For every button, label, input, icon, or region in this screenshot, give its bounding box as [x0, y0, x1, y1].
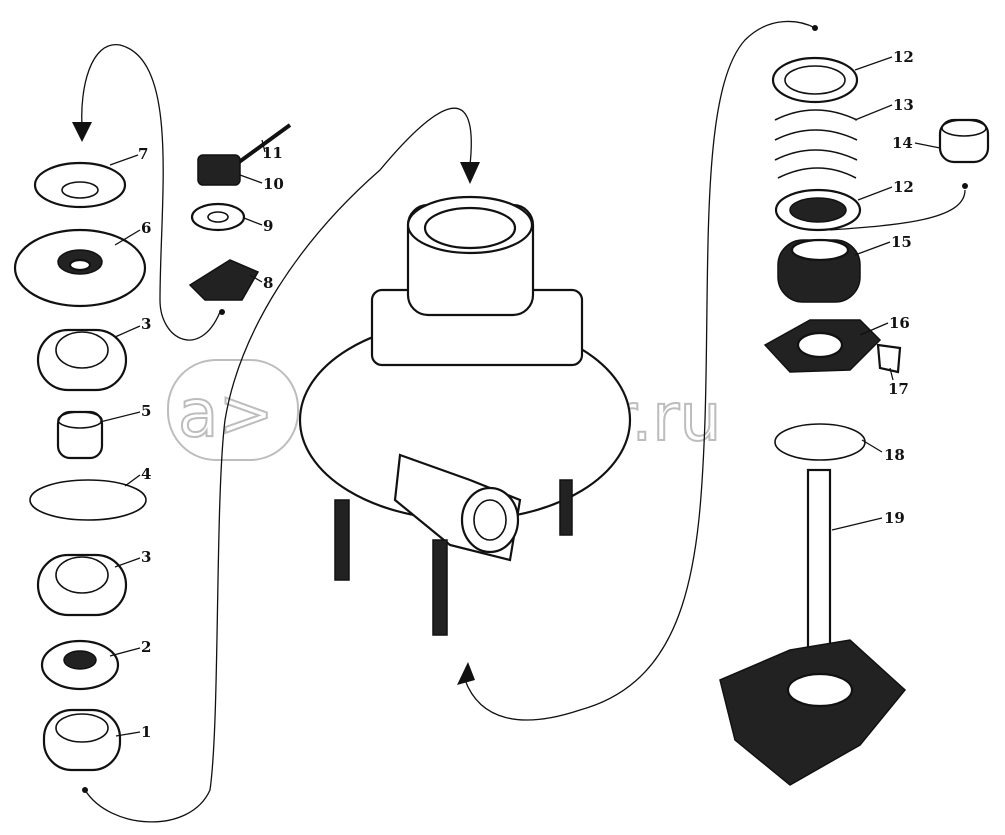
part-14-bushing: [938, 118, 990, 164]
callout-12b: 12: [893, 178, 914, 196]
callout-5: 5: [141, 402, 151, 420]
part-3-bearing: [36, 328, 128, 392]
callout-8: 8: [263, 274, 273, 292]
callout-6: 6: [141, 219, 151, 237]
part-18-circlip: [774, 423, 866, 461]
pump-housing: [298, 195, 632, 636]
callout-10: 10: [263, 175, 284, 193]
callout-11: 11: [262, 144, 283, 162]
assembly-paths: [72, 20, 968, 823]
part-9-washer: [190, 202, 246, 232]
part-11-cotter-pin: [233, 123, 292, 167]
left-parts: [13, 161, 147, 772]
callout-1: 1: [141, 723, 151, 741]
callout-17: 17: [888, 380, 909, 398]
callout-3b: 3: [141, 548, 151, 566]
callout-13: 13: [893, 96, 914, 114]
callout-7: 7: [138, 145, 148, 163]
middle-small-parts: [188, 123, 292, 301]
callout-9: 9: [263, 217, 273, 235]
part-7-cup: [33, 161, 127, 209]
callouts: 7 6 3 5 4 3 2 1 11 10 9 8 12 13 14 12 15…: [99, 48, 941, 741]
callout-4: 4: [141, 465, 151, 483]
callout-14: 14: [892, 134, 913, 152]
part-5-spacer: [56, 410, 104, 460]
part-13-spring: [774, 109, 858, 179]
part-1-seal: [42, 708, 122, 772]
callout-18: 18: [884, 446, 905, 464]
right-parts: [719, 56, 990, 786]
callout-15: 15: [891, 233, 912, 251]
part-12-ring: [771, 56, 859, 104]
part-19-impeller: [719, 639, 907, 786]
part-3-bearing-b: [36, 553, 128, 617]
callout-2: 2: [141, 638, 151, 656]
part-4-retaining-ring: [29, 479, 147, 521]
callout-19: 19: [884, 509, 905, 527]
callout-3: 3: [141, 315, 151, 333]
callout-16: 16: [889, 314, 910, 332]
part-10-nut: [197, 154, 241, 186]
part-17-key: [876, 343, 902, 374]
part-8-hub: [188, 259, 260, 301]
callout-12: 12: [893, 48, 914, 66]
